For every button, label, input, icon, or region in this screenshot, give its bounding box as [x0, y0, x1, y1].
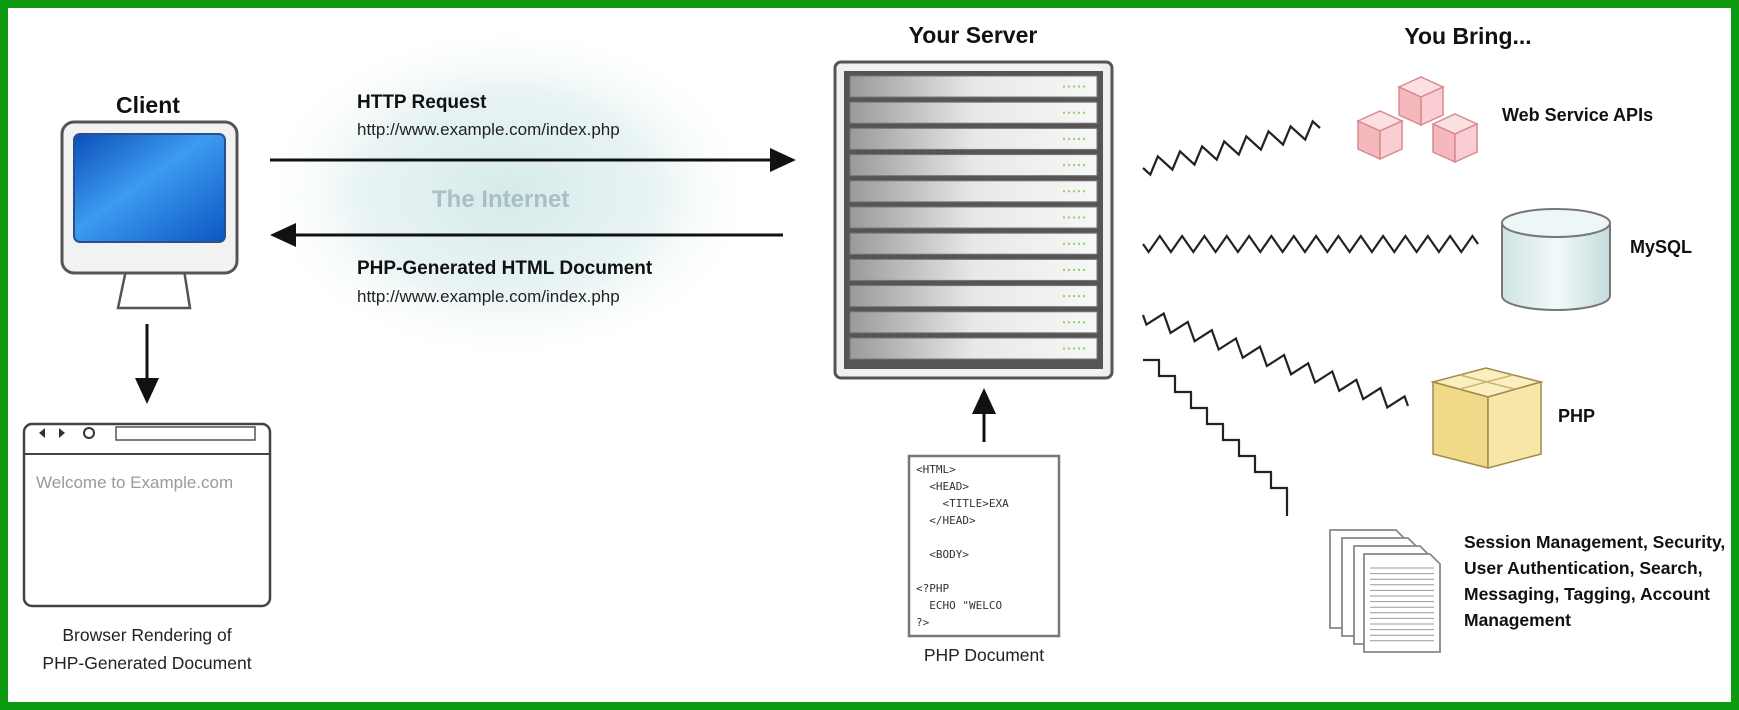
monitor-screen [73, 133, 226, 243]
server-bay [849, 232, 1098, 255]
connection-php [1141, 311, 1410, 410]
forward-icon [59, 428, 65, 438]
php-document-caption: PHP Document [923, 645, 1045, 665]
code-line: <HTML> [916, 463, 956, 476]
code-line [916, 529, 1056, 546]
mysql-database-icon [1501, 208, 1611, 311]
connection-web-service [1142, 119, 1321, 177]
code-line: </HEAD> [916, 514, 976, 527]
code-line: <TITLE>EXA [916, 497, 1009, 510]
code-line: <HEAD> [916, 480, 969, 493]
web-service-label: Web Service APIs [1502, 105, 1654, 125]
php-label: PHP [1558, 406, 1596, 426]
render-arrow [135, 324, 159, 404]
code-line: <?PHP [916, 582, 950, 595]
php-box-icon [1430, 367, 1544, 469]
server-bay [849, 127, 1098, 150]
server-bay [849, 206, 1098, 229]
mysql-label: MySQL [1630, 237, 1693, 257]
diagram-graphics [22, 23, 1611, 653]
server-bay [849, 258, 1098, 281]
browser-window-icon [22, 422, 272, 608]
browser-welcome-text: Welcome to Example.com [36, 473, 234, 492]
back-icon [39, 428, 45, 438]
server-bay [849, 285, 1098, 308]
server-rack-icon [833, 60, 1114, 380]
response-url: http://www.example.com/index.php [357, 287, 620, 306]
you-bring-title: You Bring... [1404, 23, 1532, 49]
client-monitor-icon [60, 120, 239, 310]
server-bay [849, 180, 1098, 203]
server-title: Your Server [908, 22, 1038, 48]
server-bay [849, 154, 1098, 177]
response-arrow [270, 223, 783, 247]
http-request-arrow [270, 148, 796, 172]
code-line: <BODY> [916, 548, 969, 561]
browser-caption-line2: PHP-Generated Document [42, 653, 252, 673]
response-label: PHP-Generated HTML Document [357, 258, 653, 279]
code-line [916, 563, 1056, 580]
upload-arrow [972, 388, 996, 442]
address-bar [115, 426, 256, 441]
client-title: Client [116, 92, 180, 118]
documents-stack-icon [1329, 529, 1441, 653]
code-line: ?> [916, 616, 930, 629]
internet-cloud [258, 23, 758, 363]
diagram-canvas: Client HTTP Request http://www.example.c… [8, 8, 1731, 702]
server-bay [849, 101, 1098, 124]
reload-icon [83, 427, 95, 439]
http-request-label: HTTP Request [357, 92, 487, 113]
php-document-icon [907, 454, 1061, 638]
server-bay [849, 311, 1098, 334]
php-code-listing: <HTML> <HEAD> <TITLE>EXA </HEAD> <BODY> … [916, 461, 1056, 633]
code-line: ECHO "WELCO [916, 599, 1003, 612]
server-bay [849, 337, 1098, 360]
web-service-cubes-icon [1356, 76, 1479, 164]
connection-features [1143, 358, 1289, 516]
internet-label: The Internet [432, 186, 570, 213]
http-request-url: http://www.example.com/index.php [357, 120, 620, 139]
connection-mysql [1142, 234, 1479, 254]
browser-caption-line1: Browser Rendering of [62, 625, 232, 645]
features-label: Session Management, Security, User Authe… [1464, 532, 1726, 630]
server-bay [849, 75, 1098, 98]
